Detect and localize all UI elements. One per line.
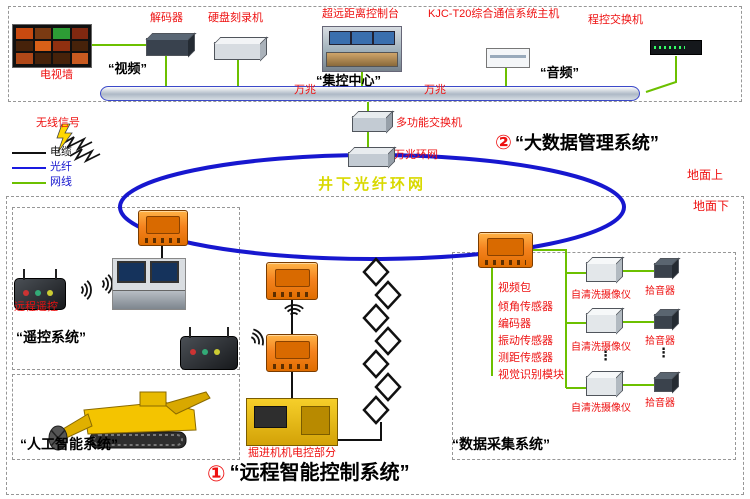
- pickup-label-3: 拾音器: [645, 398, 675, 409]
- junction-box-center: [266, 262, 318, 300]
- bus-speed-left-label: 万兆: [294, 84, 316, 96]
- sensor-label-4: 测距传感器: [498, 352, 553, 364]
- remote-console-label: 超远距离控制台: [322, 8, 399, 20]
- decoder-device: [146, 38, 190, 56]
- camera-1: [586, 262, 618, 282]
- pickup-2: [654, 314, 674, 329]
- junction-box-lower: [266, 334, 318, 372]
- pbx-label: 程控交换机: [588, 14, 643, 26]
- backbone-bus: [100, 86, 640, 101]
- cable-legend-label: 电缆: [50, 146, 72, 158]
- wireless-legend-label: 无线信号: [36, 117, 80, 129]
- comm-host-device: [486, 48, 530, 68]
- big-data-system-title: ② “大数据管理系统”: [495, 133, 659, 154]
- core-switch-device: [352, 116, 388, 132]
- hdd-recorder-label: 硬盘刻录机: [208, 12, 263, 24]
- fiber-legend-label: 光纤: [50, 161, 72, 173]
- camera-label-3: 自清洗摄像仪: [571, 403, 631, 414]
- control-room-photo: [322, 26, 402, 72]
- comm-host-label: KJC-T20综合通信系统主机: [428, 8, 560, 20]
- pickup-ellipsis: ⋮: [657, 345, 670, 360]
- remote-system-title: “遥控系统”: [16, 329, 86, 345]
- camera-ellipsis: ⋮: [599, 348, 612, 363]
- above-ground-label: 地面上: [687, 168, 724, 182]
- main-index: ①: [207, 461, 226, 486]
- legend-lines: [12, 152, 46, 184]
- ethernet-legend-label: 网线: [50, 176, 72, 188]
- pickup-3: [654, 377, 674, 392]
- roadheader-image: [48, 391, 211, 451]
- daq-system-title: “数据采集系统”: [452, 436, 550, 452]
- machine-electric-part-image: [246, 398, 338, 446]
- sensor-label-5: 视觉识别模块: [498, 369, 564, 381]
- junction-box-left: [138, 210, 188, 246]
- audio-group-label: “音频”: [540, 65, 580, 80]
- main-title-text: “远程智能控制系统”: [229, 462, 410, 485]
- pickup-label-2: 拾音器: [645, 336, 675, 347]
- remote-controller-2: [180, 327, 238, 370]
- sensor-label-3: 振动传感器: [498, 335, 553, 347]
- region-ai-system: [12, 374, 240, 460]
- video-group-label: “视频”: [108, 61, 148, 76]
- tv-wall-label: 电视墙: [40, 69, 73, 81]
- remote-control-label: 远程遥控: [14, 301, 58, 313]
- pickup-label-1: 拾音器: [645, 286, 675, 297]
- control-center-label: “集控中心”: [316, 73, 382, 88]
- camera-label-1: 自清洗摄像仪: [571, 290, 631, 301]
- machine-part-label: 掘进机机电控部分: [248, 447, 336, 459]
- sensor-label-2: 编码器: [498, 318, 531, 330]
- pickup-1: [654, 263, 674, 278]
- sensor-label-1: 倾角传感器: [498, 301, 553, 313]
- tv-wall-image: [12, 24, 92, 68]
- bus-speed-right-label: 万兆: [424, 84, 446, 96]
- below-ground-label: 地面下: [693, 199, 730, 213]
- operator-desk-image: [112, 258, 186, 310]
- decoder-label: 解码器: [150, 12, 183, 24]
- big-data-index: ②: [495, 132, 512, 154]
- core-switch-label: 多功能交换机: [396, 117, 462, 129]
- ai-system-title: “人工智能系统”: [20, 436, 118, 452]
- pbx-device: [650, 40, 702, 55]
- ring-name-label: 井下光纤环网: [318, 176, 427, 193]
- ring-speed-label: 万兆环网: [394, 149, 438, 161]
- main-title: ① “远程智能控制系统”: [207, 462, 410, 485]
- camera-label-2: 自清洗摄像仪: [571, 342, 631, 353]
- region-daq-system: [452, 252, 736, 460]
- camera-2: [586, 313, 618, 333]
- video-pack-label: 视频包: [498, 282, 531, 294]
- ring-switch-device: [348, 152, 390, 167]
- junction-box-right: [478, 232, 533, 268]
- big-data-label: “大数据管理系统”: [514, 133, 659, 154]
- remote-controller-1: [14, 269, 66, 310]
- hdd-recorder-device: [214, 42, 262, 60]
- region-surface-headend: [8, 6, 742, 102]
- camera-3: [586, 376, 618, 396]
